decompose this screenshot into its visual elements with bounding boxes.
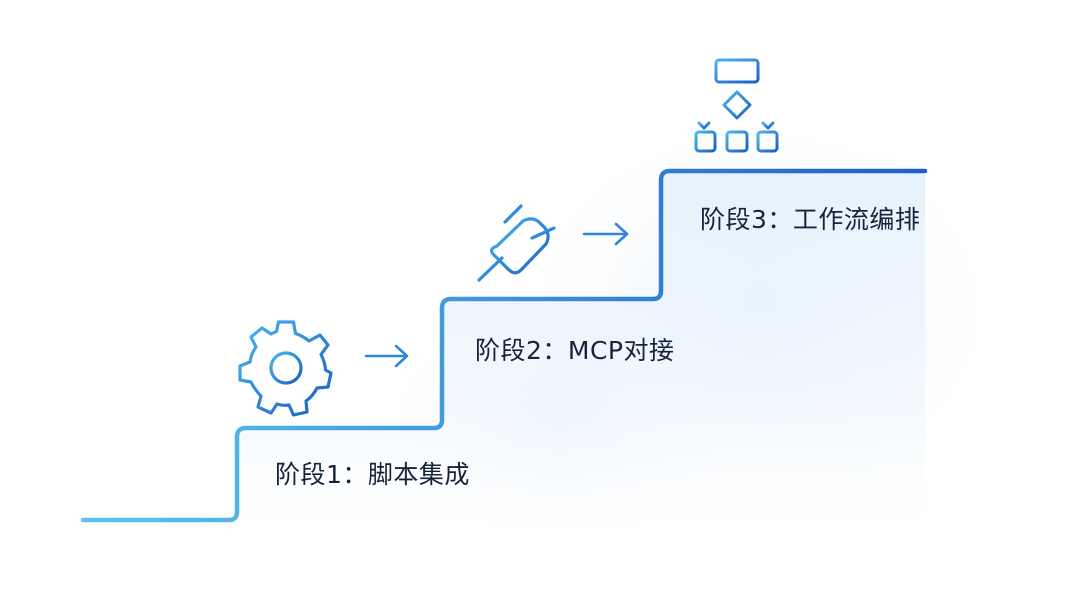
staircase-line [80, 168, 928, 523]
arrow-right-icon [582, 222, 629, 246]
arrow-right-icon [364, 344, 409, 368]
stage-2-label: 阶段2：MCP对接 [475, 336, 675, 365]
flowchart-icon [694, 58, 779, 153]
stage-3-label: 阶段3：工作流编排 [700, 205, 921, 234]
step-fill [237, 171, 925, 560]
plug-icon [477, 204, 556, 282]
gear-icon [238, 320, 333, 417]
stage-1-label: 阶段1：脚本集成 [275, 460, 470, 489]
